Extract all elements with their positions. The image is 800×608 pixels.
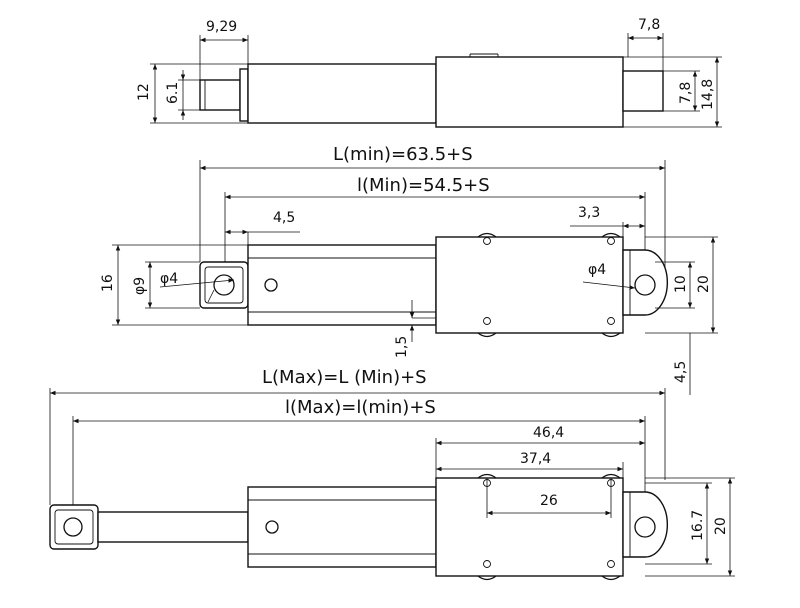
top-tube bbox=[247, 63, 437, 124]
bottom-rear-hole bbox=[634, 516, 656, 538]
dim-tip-height: 6.1 bbox=[165, 82, 181, 104]
mid-front-eye bbox=[199, 261, 249, 309]
dim-rear-offset: 3,3 bbox=[578, 205, 600, 221]
dim-4-5: 4,5 bbox=[673, 361, 689, 383]
bottom-tube bbox=[247, 486, 437, 568]
top-view: 9,29 12 6.1 7,8 7,8 14,8 bbox=[136, 17, 722, 128]
dim-26: 26 bbox=[540, 493, 558, 509]
dim-tail-height: 7,8 bbox=[678, 82, 694, 104]
mid-front-hole bbox=[213, 274, 235, 296]
bottom-tube-hole bbox=[265, 520, 279, 534]
mid-rear-clevis bbox=[622, 249, 669, 316]
bottom-extended-rod bbox=[97, 511, 249, 543]
dim-body-height: 14,8 bbox=[700, 79, 716, 110]
dim-16-7: 16.7 bbox=[690, 510, 706, 541]
dim-tip-length: 9,29 bbox=[206, 19, 237, 35]
dim-phi9: φ9 bbox=[132, 277, 148, 295]
formula-l-min: l(Min)=54.5+S bbox=[357, 175, 490, 196]
bottom-motor-body bbox=[435, 477, 624, 577]
mid-tube-hole bbox=[264, 278, 278, 292]
dim-37-4: 37,4 bbox=[520, 451, 551, 467]
dim-hole-offset: 4,5 bbox=[273, 210, 295, 226]
mid-tube bbox=[247, 244, 437, 326]
top-collar bbox=[239, 68, 249, 122]
top-motor-body bbox=[435, 56, 624, 128]
formula-L-max: L(Max)=L (Min)+S bbox=[262, 367, 427, 388]
dim-1-5: 1,5 bbox=[394, 336, 410, 358]
formula-L-min: L(min)=63.5+S bbox=[333, 144, 473, 165]
dim-10: 10 bbox=[673, 275, 689, 293]
dim-tail-length: 7,8 bbox=[638, 17, 660, 33]
bottom-rear-clevis bbox=[622, 491, 669, 558]
bottom-view: L(Max)=L (Min)+S l(Max)=l(min)+S bbox=[49, 367, 735, 581]
top-tail bbox=[622, 70, 664, 112]
dim-phi4-rear: φ4 bbox=[588, 262, 606, 278]
dim-total-height: 12 bbox=[136, 83, 152, 101]
bottom-front-hole bbox=[63, 517, 83, 537]
top-tip-rod bbox=[199, 79, 241, 111]
mid-rear-hole bbox=[634, 274, 656, 296]
dim-height-16: 16 bbox=[100, 274, 116, 292]
bottom-front-eye bbox=[49, 504, 99, 550]
dim-20-bottom: 20 bbox=[713, 517, 729, 535]
mid-motor-body bbox=[435, 236, 624, 334]
dim-phi4-front: φ4 bbox=[160, 271, 178, 287]
dim-46-4: 46,4 bbox=[533, 425, 564, 441]
mid-view: L(min)=63.5+S l(Min)=54.5+S 4,5 bbox=[100, 144, 718, 395]
formula-l-max: l(Max)=l(min)+S bbox=[285, 397, 436, 418]
dim-20: 20 bbox=[696, 275, 712, 293]
